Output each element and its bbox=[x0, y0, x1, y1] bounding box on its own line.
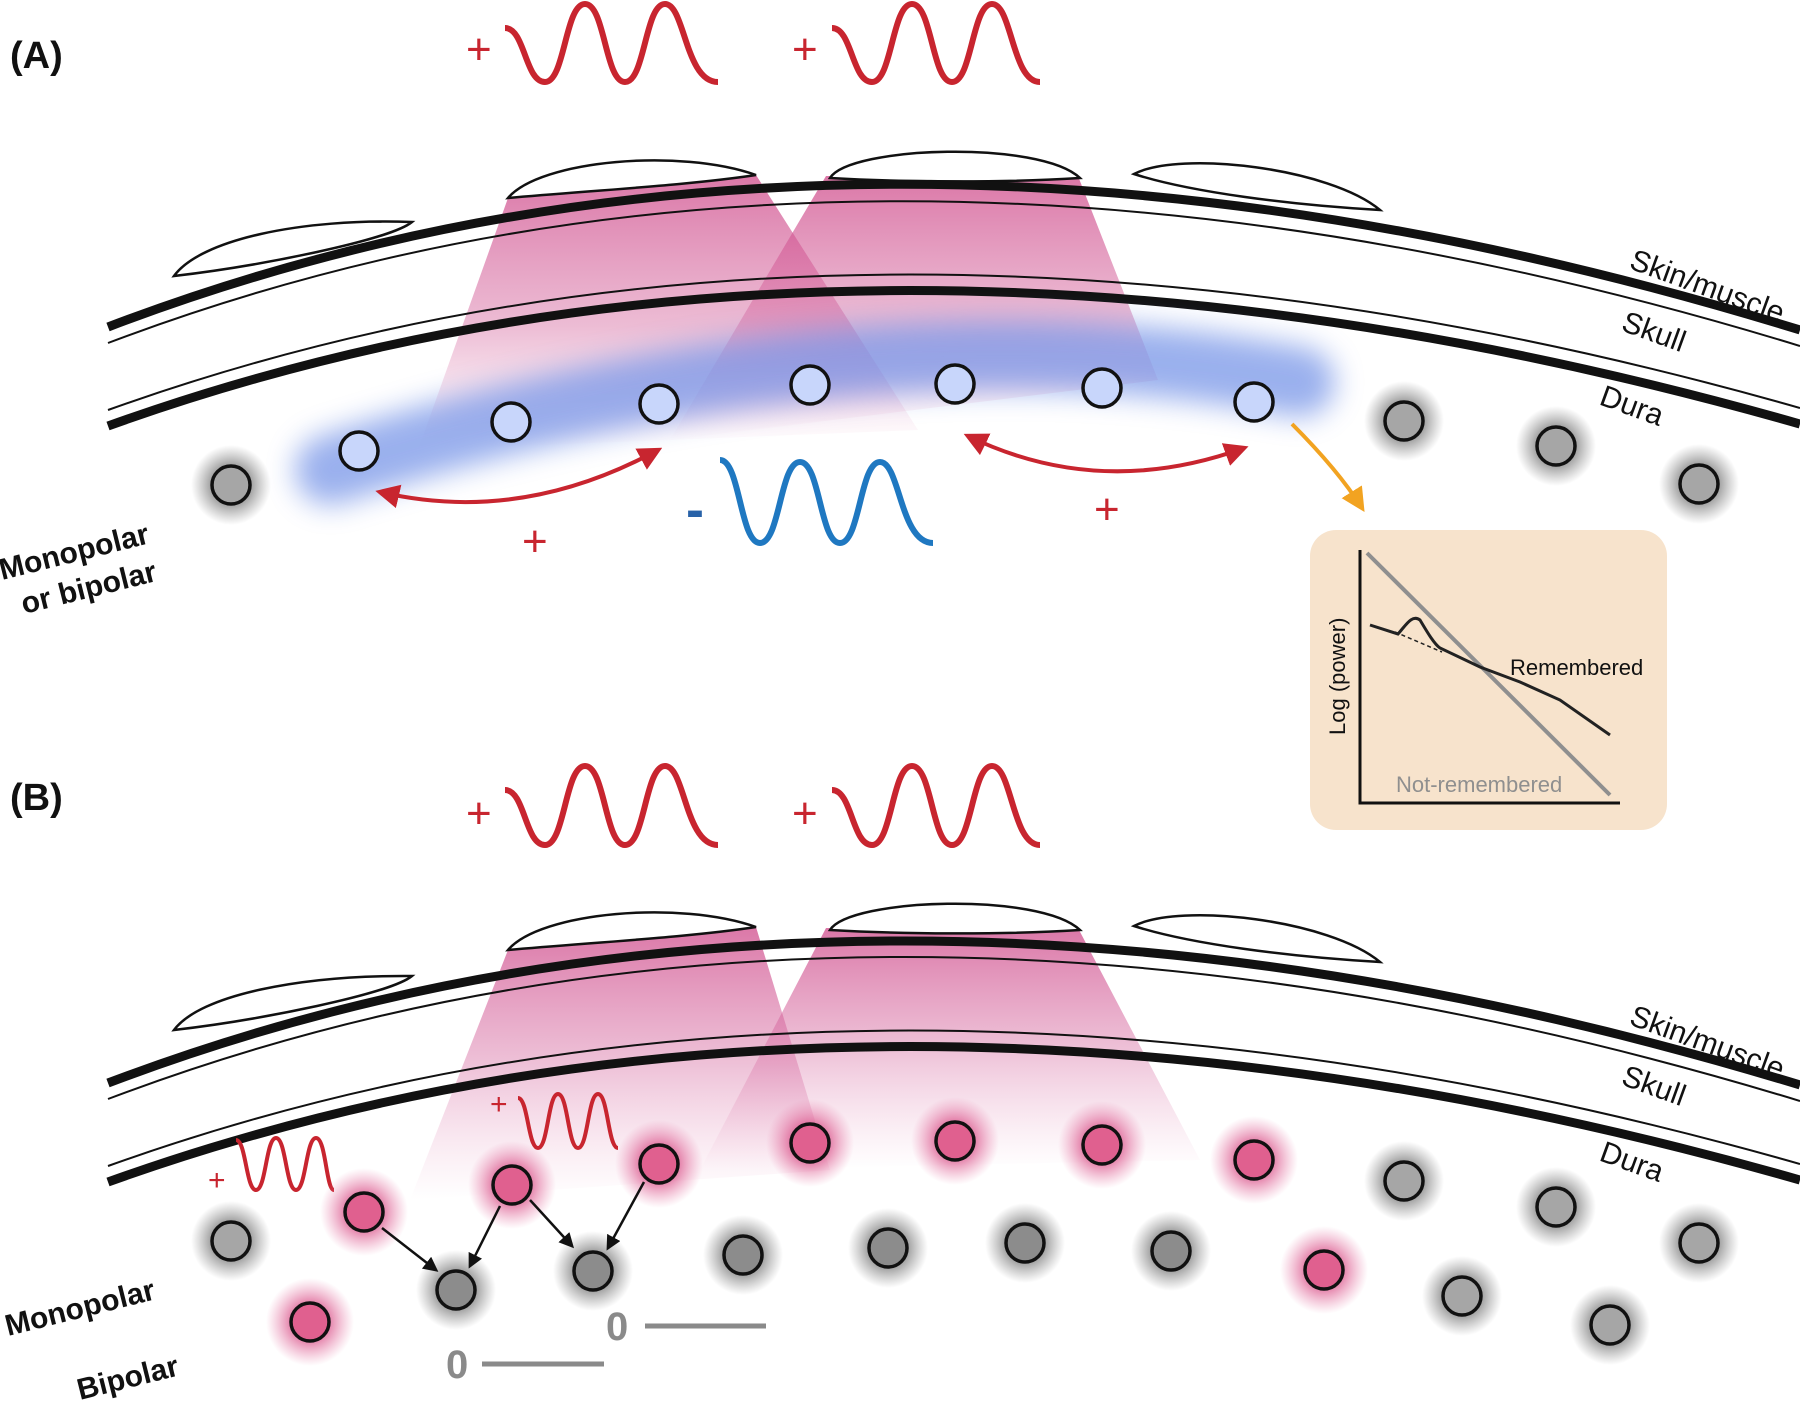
sources-gray bbox=[191, 381, 1739, 525]
scalp-wave-1-sign: + bbox=[466, 25, 492, 74]
source-active-6 bbox=[1058, 1101, 1146, 1189]
source-active-3 bbox=[615, 1120, 703, 1208]
negative-wave bbox=[719, 457, 934, 547]
scalp-wave-4: + bbox=[792, 762, 1041, 849]
rereferencing-arrows bbox=[381, 1181, 646, 1272]
panel-b: (B) + + Skin/muscle Skull Dura + bbox=[2, 762, 1800, 1404]
scalp-electrode-4 bbox=[1130, 162, 1384, 212]
connection-arrow-right bbox=[963, 433, 1249, 474]
scalp-electrode-5 bbox=[171, 974, 416, 1032]
scalp-electrode-6 bbox=[505, 911, 757, 952]
inset-y-axis-label: Log (power) bbox=[1325, 618, 1350, 735]
local-wave-2: + bbox=[490, 1088, 620, 1151]
zero-label-2: 0 bbox=[446, 1343, 468, 1387]
scalp-electrode-1 bbox=[171, 220, 416, 278]
scalp-wave-3-sign: + bbox=[466, 789, 492, 838]
negative-wave-sign: - bbox=[686, 480, 704, 540]
tissue-layers bbox=[106, 179, 1800, 431]
scalp-electrode-3 bbox=[827, 150, 1083, 183]
blue-synchrony-region bbox=[295, 320, 1335, 505]
reference-label-bipolar: Bipolar bbox=[74, 1350, 183, 1404]
local-wave-1-sign: + bbox=[208, 1164, 226, 1197]
panel-a-label: (A) bbox=[10, 35, 63, 77]
source-active-7 bbox=[1210, 1116, 1298, 1204]
scalp-wave-2: + bbox=[792, 0, 1041, 86]
inset-pointer-arrow bbox=[1290, 422, 1365, 513]
connection-sign-right: + bbox=[1094, 485, 1120, 534]
layer-label-skull: Skull bbox=[1618, 306, 1690, 359]
inset-background bbox=[1310, 530, 1667, 830]
scalp-electrode-8 bbox=[1130, 914, 1384, 964]
layer-label-skull-b: Skull bbox=[1618, 1060, 1690, 1113]
sources-inactive bbox=[191, 1141, 1739, 1365]
source-active-2 bbox=[468, 1141, 556, 1229]
panel-b-label: (B) bbox=[10, 777, 63, 819]
scalp-wave-2-sign: + bbox=[792, 25, 818, 74]
power-spectrum-inset: Log (power) Remembered Not-remembered bbox=[1310, 530, 1667, 830]
scalp-wave-3: + bbox=[466, 762, 719, 849]
source-active-1 bbox=[320, 1168, 408, 1256]
source-active-8 bbox=[1280, 1226, 1368, 1314]
inset-series-label-not-remembered: Not-remembered bbox=[1396, 772, 1562, 797]
scalp-wave-4-sign: + bbox=[792, 789, 818, 838]
source-active-9 bbox=[266, 1278, 354, 1366]
source-active-4 bbox=[766, 1099, 854, 1187]
sources-synchronous bbox=[338, 363, 1275, 472]
panel-a: (A) + + Skin/muscle Skull Dura bbox=[0, 0, 1800, 830]
scalp-wave-1: + bbox=[466, 0, 719, 86]
tissue-layers-b bbox=[106, 936, 1800, 1187]
series-line-remembered bbox=[1369, 616, 1611, 737]
inset-axes bbox=[1358, 550, 1620, 805]
connection-sign-left: + bbox=[522, 517, 548, 566]
zero-label-1: 0 bbox=[606, 1305, 628, 1349]
connection-arrow-left bbox=[375, 447, 663, 509]
scalp-electrode-7 bbox=[827, 902, 1083, 935]
sources-active bbox=[266, 1097, 1368, 1366]
inset-series-label-remembered: Remembered bbox=[1510, 655, 1643, 680]
local-wave-1: + bbox=[208, 1135, 336, 1197]
reference-label-monopolar: Monopolar bbox=[2, 1274, 159, 1343]
inset-aperiodic-fit bbox=[1394, 631, 1443, 653]
series-line-not-remembered bbox=[1365, 551, 1612, 797]
scalp-electrode-2 bbox=[505, 159, 757, 200]
local-wave-2-sign: + bbox=[490, 1088, 508, 1121]
source-active-5 bbox=[911, 1097, 999, 1185]
